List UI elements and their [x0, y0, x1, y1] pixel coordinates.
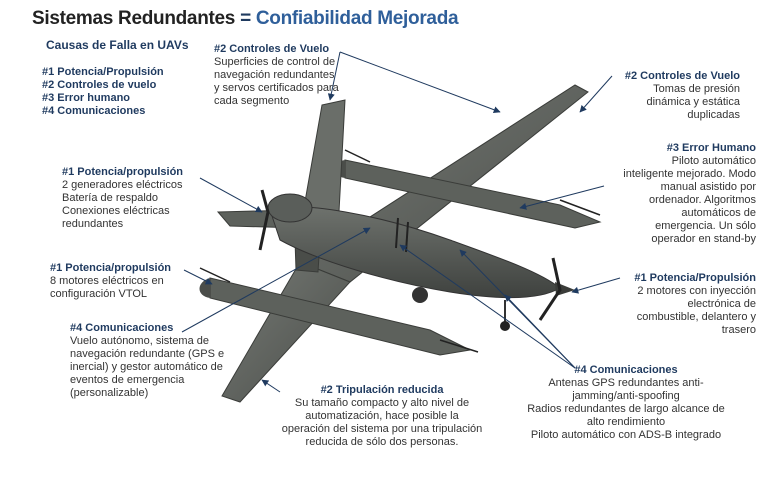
causes-list: #1 Potencia/Propulsión #2 Controles de v… [42, 66, 164, 118]
annotation-heading: #4 Comunicaciones [70, 322, 174, 334]
annotation-heading: #2 Controles de Vuelo [214, 43, 330, 55]
annotation-crew: #2 Tripulación reducida Su tamaño compac… [262, 384, 502, 449]
annotation-human-error: #3 Error Humano Piloto automático inteli… [600, 142, 756, 246]
wing-left [221, 261, 351, 403]
annotation-comms-left: #4 Comunicaciones Vuelo autónomo, sistem… [70, 322, 225, 399]
annotation-heading: #1 Potencia/propulsión [50, 262, 172, 274]
annotation-power-vtol: #1 Potencia/propulsión 8 motores eléctri… [50, 262, 172, 300]
page-title: Sistemas Redundantes = Confiabilidad Mej… [32, 8, 459, 30]
annotation-heading: #2 Tripulación reducida [320, 384, 444, 396]
annotation-heading: #2 Controles de Vuelo [624, 70, 740, 82]
leader-lines [181, 51, 621, 393]
annotation-heading: #1 Potencia/propulsión [62, 166, 184, 178]
annotation-heading: #4 Comunicaciones [574, 364, 678, 376]
annotation-power-right: #1 Potencia/Propulsión 2 motores con iny… [600, 272, 756, 337]
annotation-heading: #3 Error Humano [666, 142, 756, 154]
cause-item: #2 Controles de vuelo [42, 79, 157, 91]
causes-heading: Causas de Falla en UAVs [46, 38, 189, 52]
annotation-controls-top: #2 Controles de Vuelo Superficies de con… [214, 43, 339, 107]
cause-item: #4 Comunicaciones [42, 105, 146, 117]
cause-item: #3 Error humano [42, 92, 131, 104]
annotation-controls-right: #2 Controles de Vuelo Tomas de presión d… [590, 70, 740, 122]
title-part1: Sistemas Redundantes [32, 8, 236, 29]
title-separator: = [240, 8, 251, 29]
cause-item: #1 Potencia/Propulsión [42, 66, 164, 78]
annotation-power-left: #1 Potencia/propulsión 2 generadores elé… [62, 166, 184, 230]
annotation-heading: #1 Potencia/Propulsión [634, 272, 756, 284]
title-part2: Confiabilidad Mejorada [255, 8, 459, 29]
annotation-comms-right: #4 Comunicaciones Antenas GPS redundante… [508, 364, 744, 442]
